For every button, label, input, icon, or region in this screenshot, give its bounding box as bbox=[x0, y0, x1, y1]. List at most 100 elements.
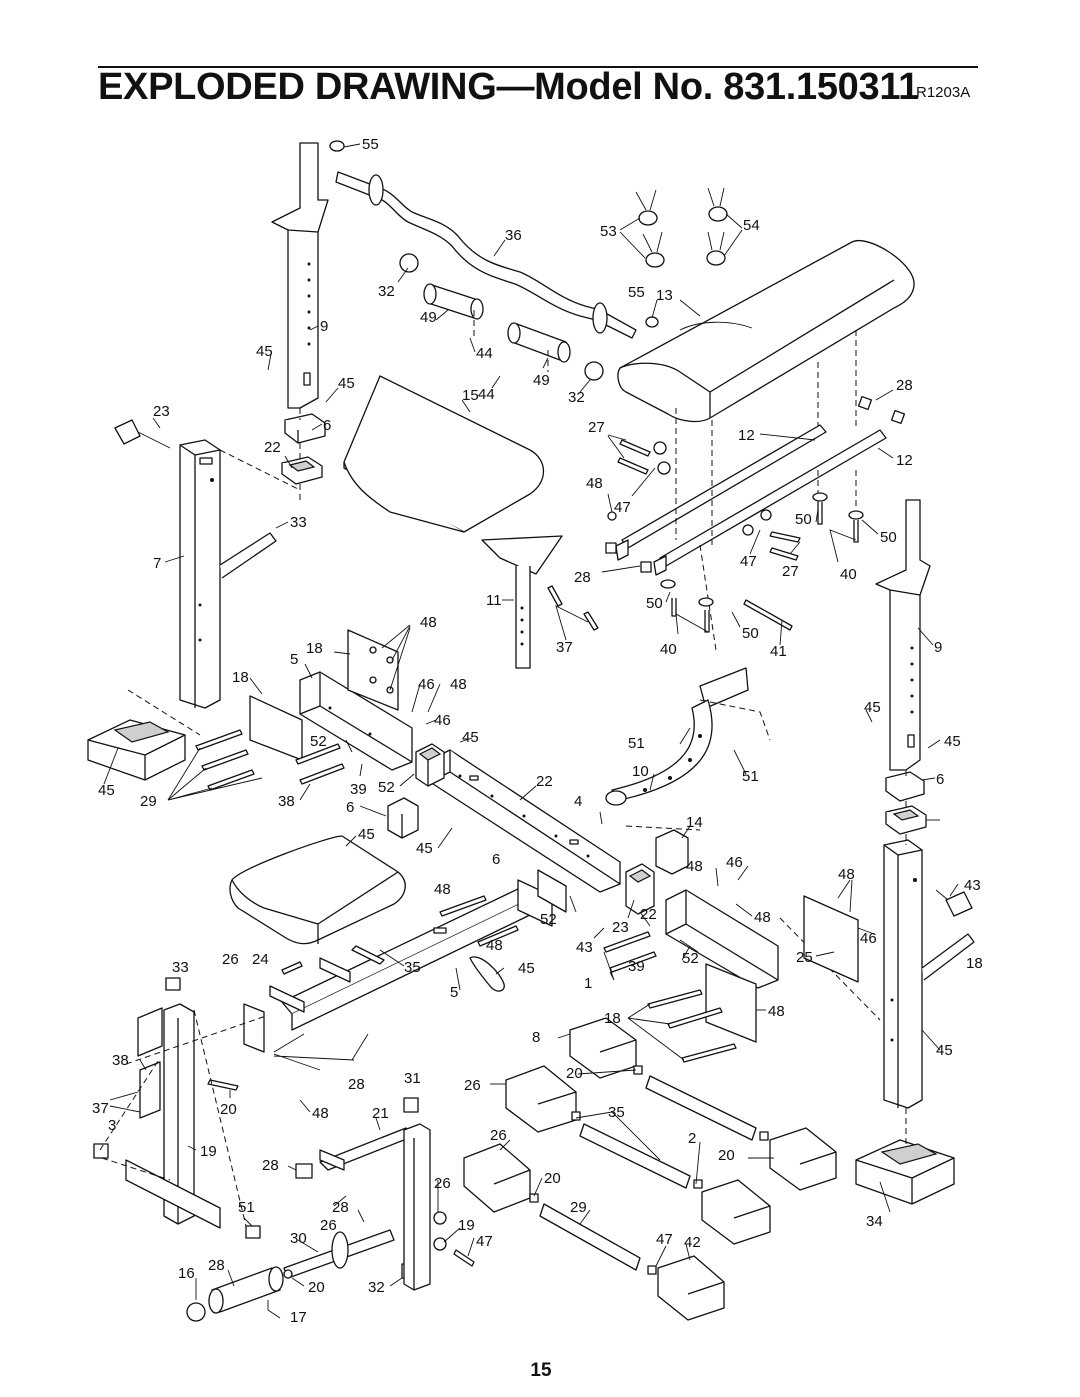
callout-label: 45 bbox=[936, 1042, 953, 1059]
square-cap-6-left bbox=[284, 413, 326, 444]
side-plate-18-upper bbox=[249, 629, 399, 761]
spring-clips-53 bbox=[635, 189, 665, 268]
callout-label: 43 bbox=[576, 939, 593, 956]
page-title: EXPLODED DRAWING—Model No. 831.150311 bbox=[98, 66, 919, 108]
arm-curl-lever-10 bbox=[605, 667, 749, 806]
callout-label: 48 bbox=[768, 1003, 785, 1020]
callout-label: 14 bbox=[686, 814, 703, 831]
cap-22-rear bbox=[625, 863, 655, 915]
callout-label: 55 bbox=[628, 284, 645, 301]
spacer-32-upper bbox=[399, 253, 419, 273]
callout-label: 45 bbox=[518, 960, 535, 977]
callout-label: 41 bbox=[770, 643, 787, 660]
callout-label: 19 bbox=[458, 1217, 475, 1234]
callout-label: 51 bbox=[742, 768, 759, 785]
callout-label: 17 bbox=[290, 1309, 307, 1326]
callout-label: 38 bbox=[112, 1052, 129, 1069]
foam-roller-49-lower bbox=[507, 322, 571, 363]
cap-22-center bbox=[415, 743, 445, 787]
preacher-pad-15 bbox=[343, 375, 563, 669]
callout-label: 40 bbox=[840, 566, 857, 583]
callout-label: 50 bbox=[880, 529, 897, 546]
callout-label: 11 bbox=[486, 592, 502, 609]
callout-label: 32 bbox=[368, 1279, 385, 1296]
callout-label: 20 bbox=[566, 1065, 583, 1082]
curl-bar-36 bbox=[335, 171, 637, 339]
cap-6-rear bbox=[655, 829, 689, 875]
callout-label: 18 bbox=[966, 955, 983, 972]
callout-label: 46 bbox=[418, 676, 435, 693]
callout-label: 28 bbox=[332, 1199, 349, 1216]
callout-label: 45 bbox=[358, 826, 375, 843]
callout-label: 20 bbox=[544, 1170, 561, 1187]
seat-pad-14 bbox=[229, 835, 406, 945]
callout-label: 35 bbox=[608, 1104, 625, 1121]
callout-label: 4 bbox=[574, 793, 582, 810]
callout-label: 36 bbox=[505, 227, 522, 244]
callout-label: 18 bbox=[306, 640, 323, 657]
cap-28-f bbox=[571, 1111, 581, 1121]
cap-28-b bbox=[890, 409, 906, 425]
callout-label: 6 bbox=[492, 851, 500, 868]
bolt-35-upper bbox=[281, 961, 303, 975]
callout-label: 24 bbox=[252, 951, 269, 968]
callout-label: 30 bbox=[290, 1230, 307, 1247]
callout-label: 25 bbox=[796, 949, 813, 966]
bolt-43-upper bbox=[439, 895, 487, 917]
spacer-32-bottom bbox=[186, 1302, 206, 1322]
callout-label: 5 bbox=[290, 651, 298, 668]
callout-label: 27 bbox=[588, 419, 605, 436]
bolt-39-lower-b bbox=[609, 951, 657, 973]
spring-clips-54 bbox=[706, 187, 728, 266]
title-rule bbox=[98, 66, 978, 68]
callout-label: 52 bbox=[310, 733, 327, 750]
callout-label: 46 bbox=[860, 930, 877, 947]
spacer-34 bbox=[433, 1211, 447, 1225]
bolt-43-lower bbox=[477, 925, 519, 947]
callout-label: 28 bbox=[896, 377, 913, 394]
callout-label: 52 bbox=[682, 950, 699, 967]
callout-label: 40 bbox=[660, 641, 677, 658]
callout-label: 47 bbox=[476, 1233, 493, 1250]
callout-label: 50 bbox=[795, 511, 812, 528]
bolts-38-lower bbox=[647, 989, 737, 1063]
end-cap-55 bbox=[645, 316, 659, 328]
callout-label: 9 bbox=[934, 639, 942, 656]
callout-label: 6 bbox=[346, 799, 354, 816]
callout-label: 48 bbox=[586, 475, 603, 492]
callout-label: 35 bbox=[404, 959, 421, 976]
base-foot-29-right bbox=[855, 1139, 955, 1205]
foam-roller-20-d bbox=[769, 1127, 837, 1191]
callout-label: 28 bbox=[208, 1257, 225, 1274]
callout-label: 45 bbox=[256, 343, 273, 360]
callout-label: 48 bbox=[420, 614, 437, 631]
callout-label: 28 bbox=[574, 569, 591, 586]
revision-code: R1203A bbox=[916, 84, 971, 101]
callout-label: 13 bbox=[656, 287, 673, 304]
cap-28-g bbox=[759, 1131, 769, 1141]
callout-label: 12 bbox=[896, 452, 913, 469]
backrest-pad-13 bbox=[617, 239, 915, 423]
callout-label: 49 bbox=[533, 372, 550, 389]
callout-label: 47 bbox=[656, 1231, 673, 1248]
callout-label: 48 bbox=[686, 858, 703, 875]
callout-label: 22 bbox=[536, 773, 553, 790]
callout-label: 45 bbox=[944, 733, 961, 750]
shaft-16 bbox=[283, 1229, 395, 1279]
callout-label: 45 bbox=[864, 699, 881, 716]
callout-label: 45 bbox=[462, 729, 479, 746]
callout-label: 52 bbox=[540, 911, 557, 928]
spacer-32-lower bbox=[584, 361, 604, 381]
callout-label: 22 bbox=[640, 906, 657, 923]
square-insert-22-left bbox=[281, 456, 323, 485]
hardware-cluster-mid bbox=[547, 439, 864, 633]
cap-28-h bbox=[693, 1179, 703, 1189]
right-upright-9 bbox=[875, 499, 931, 771]
callout-label: 48 bbox=[312, 1105, 329, 1122]
callout-label: 1 bbox=[584, 975, 592, 992]
callout-label: 47 bbox=[614, 499, 631, 516]
callout-label: 28 bbox=[348, 1076, 365, 1093]
callout-label: 22 bbox=[264, 439, 281, 456]
